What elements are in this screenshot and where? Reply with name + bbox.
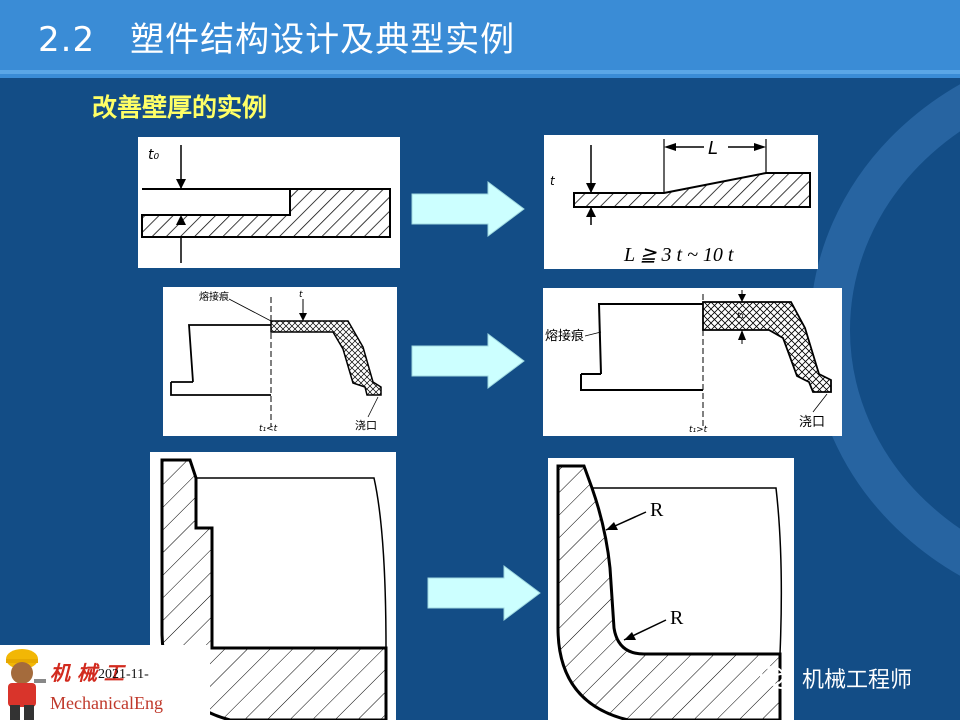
- condition-label: t₁<t: [259, 424, 278, 434]
- rounded-corner-drawing: R R: [556, 464, 783, 720]
- dim-t1-label: t₁: [737, 311, 745, 321]
- formula-label: L ≧ 3 t ~ 10 t: [623, 244, 734, 266]
- wechat-icon: [760, 666, 792, 689]
- wechat-account-name: 机械工程师: [802, 668, 913, 693]
- title-stripe: [0, 70, 960, 74]
- cover-part-drawing-thick: 熔接痕 t₁ t₁>t 浇口: [545, 290, 832, 435]
- radius-label-top: R: [650, 499, 664, 521]
- figure2-before-panel: 熔接痕 t t₁<t 浇口: [163, 287, 397, 436]
- slide-title: 2.2 塑件结构设计及典型实例: [38, 20, 516, 60]
- slide-subtitle: 改善壁厚的实例: [92, 93, 268, 122]
- figure2-after-panel: 熔接痕 t₁ t₁>t 浇口: [543, 288, 842, 436]
- arrow-right-icon: [427, 565, 541, 621]
- title-bar: 2.2 塑件结构设计及典型实例: [0, 0, 960, 78]
- gate-label: 浇口: [355, 419, 377, 432]
- wechat-watermark: 机械工程师: [758, 662, 912, 694]
- worker-mascot-icon: [6, 649, 46, 720]
- figure1-after-panel: L t L ≧ 3 t ~ 10 t: [544, 135, 818, 269]
- dim-L-label: L: [708, 138, 718, 159]
- weld-mark-label: 熔接痕: [545, 328, 584, 344]
- logo-chinese-text: 机 械 工: [50, 661, 124, 685]
- figure1-before-panel: t₀: [138, 137, 400, 268]
- logo-english-text: MechanicalEng: [50, 693, 163, 713]
- footer-date: 2021-11-: [98, 667, 149, 682]
- gate-label: 浇口: [799, 415, 825, 430]
- condition-label: t₁>t: [689, 425, 708, 435]
- radius-label-bottom: R: [670, 607, 684, 629]
- arrow-right-icon: [411, 333, 525, 389]
- cover-part-drawing-thin: 熔接痕 t t₁<t 浇口: [170, 290, 382, 434]
- tapered-wall-drawing: L t L ≧ 3 t ~ 10 t: [550, 137, 811, 266]
- weld-mark-label: 熔接痕: [199, 290, 229, 303]
- dim-t0-label: t₀: [148, 147, 159, 163]
- wall-step-drawing: t₀: [141, 145, 391, 263]
- dim-t-label-2: t: [299, 290, 303, 300]
- dim-t-label: t: [550, 174, 556, 188]
- arrow-right-icon: [411, 181, 525, 237]
- mechanical-engineer-logo: 机 械 工 2021-11- MechanicalEng: [0, 645, 210, 720]
- figure3-after-panel: R R: [548, 458, 794, 720]
